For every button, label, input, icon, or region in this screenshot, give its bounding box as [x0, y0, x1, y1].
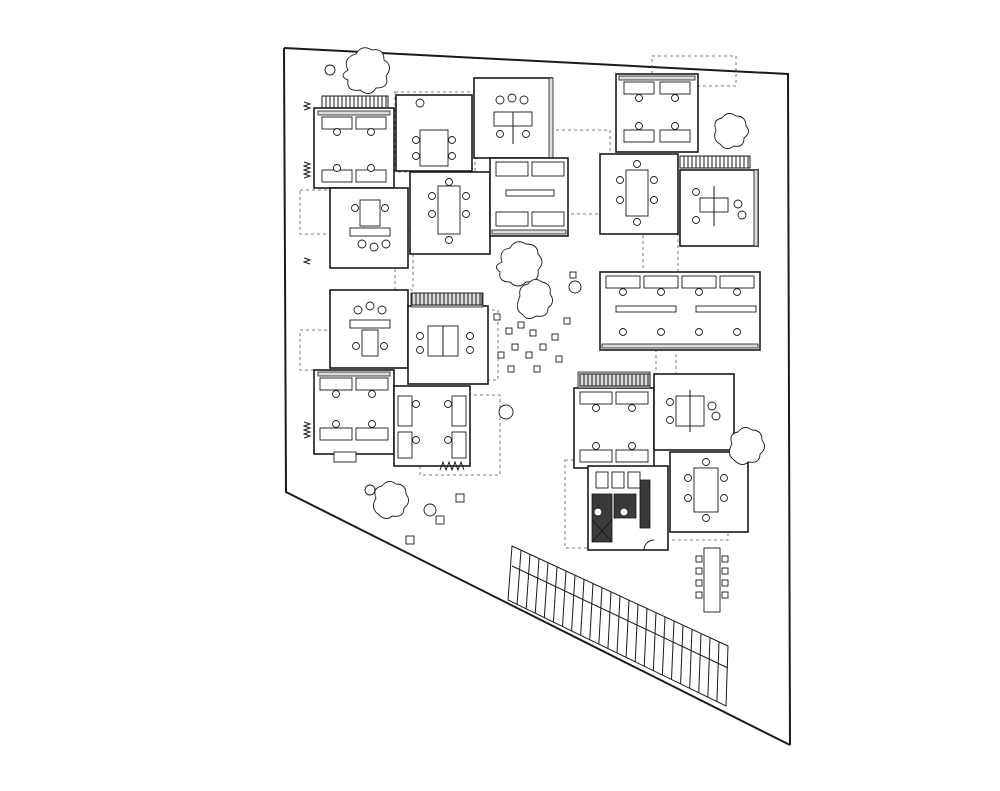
- pod-l: [407, 292, 489, 385]
- parking-bay-line: [661, 616, 666, 676]
- pod-n: [393, 385, 471, 472]
- service-core: [587, 465, 669, 551]
- parking-bay-line: [525, 554, 531, 609]
- pod-e: [329, 187, 409, 269]
- pod-p: [653, 373, 735, 451]
- generated-marks: [325, 96, 749, 702]
- work-pods: [302, 73, 761, 551]
- parking-bay-line: [571, 575, 576, 631]
- parking-bay-line: [543, 562, 549, 618]
- parking-bay-line: [516, 550, 522, 605]
- pod-h: [599, 153, 679, 235]
- outdoor-seating: [324, 64, 582, 545]
- pod-c: [473, 77, 554, 159]
- parking-bay-line: [534, 558, 540, 614]
- pod-f: [409, 171, 491, 255]
- parking-bay-line: [598, 587, 603, 645]
- pod-i: [679, 169, 759, 247]
- parking-bay-line: [562, 570, 567, 627]
- outdoor-long-table: [695, 547, 729, 613]
- parking-bay-line: [607, 591, 612, 649]
- pod-q: [669, 451, 749, 533]
- parking-bay-line: [580, 579, 585, 636]
- parking-bay-line: [680, 625, 684, 684]
- parking-bay-line: [716, 641, 720, 702]
- parking-bay-line: [552, 566, 558, 623]
- pod-m: [302, 369, 395, 463]
- parking-bay-line: [634, 604, 639, 662]
- pod-a: [302, 107, 395, 189]
- parking-bay-line: [616, 595, 621, 654]
- zigzag-markers: [302, 101, 312, 265]
- pod-j: [599, 271, 761, 351]
- pod-b: [395, 94, 473, 172]
- parking-bay-line: [652, 612, 657, 671]
- parking-bay-line: [643, 608, 648, 667]
- parking-bay-line: [698, 633, 702, 693]
- parking-bay-line: [671, 620, 675, 680]
- parking-bay-line: [689, 629, 693, 689]
- site-boundary: [283, 47, 791, 746]
- hatched-strips: [321, 95, 751, 387]
- pod-d: [615, 73, 699, 153]
- pod-k: [329, 289, 409, 369]
- parking-bay-line: [625, 600, 630, 658]
- parking-bay-line: [707, 637, 711, 698]
- trees: [342, 47, 765, 519]
- pod-g: [489, 157, 569, 237]
- parking-bay-line: [589, 583, 594, 640]
